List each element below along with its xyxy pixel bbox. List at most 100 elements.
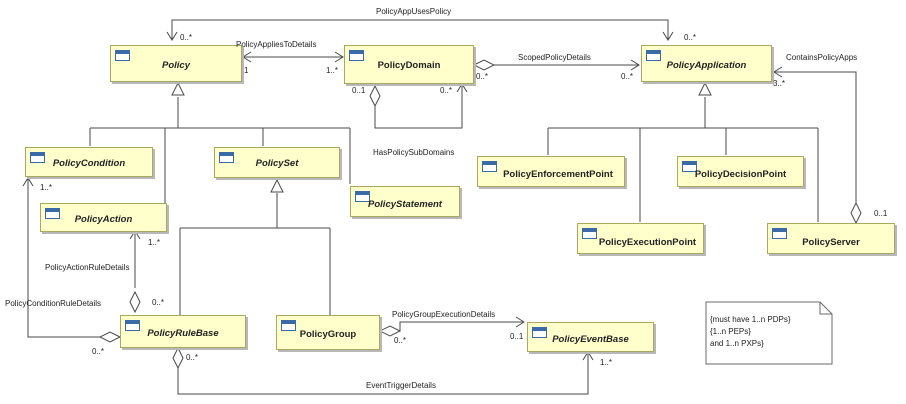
mult-domain-sub-left: 0..1 [352,86,366,95]
generalization-triangle [698,81,712,96]
class-policy-event-base[interactable]: PolicyEventBase [527,322,654,352]
mult-eventbase-bottom: 1..* [600,358,613,367]
mult-scoped-app-end: 0..* [621,72,634,81]
arrowhead [334,51,344,63]
class-policy-set[interactable]: PolicySet [214,147,340,178]
class-policy-enforcement-point[interactable]: PolicyEnforcementPoint [477,156,625,187]
class-icon [682,161,697,172]
assoc-has-policy-sub-domains [374,84,463,129]
mult-group-end: 0..* [394,336,407,345]
mult-rulebase-top: 0..* [152,298,165,307]
arrowhead [582,351,594,361]
aggregation-diamond [378,325,402,337]
class-icon [125,320,140,331]
mult-uses-policy-end: 0..* [180,33,193,42]
assoc-policy-app-uses-policy [171,19,669,40]
note-shape [705,301,833,365]
class-policy-statement[interactable]: PolicyStatement [350,186,460,217]
class-icon [355,191,370,202]
aggregation-diamond [850,201,862,225]
mult-contains-server-end: 0..1 [874,209,888,218]
label-contains-policy-apps: ContainsPolicyApps [786,53,858,62]
class-icon [582,228,597,239]
class-policy-domain[interactable]: PolicyDomain [344,45,474,84]
class-icon [115,50,130,61]
arrowhead [515,316,525,328]
generalization-triangle [171,81,185,96]
mult-applies-policy-end: 1 [244,66,249,75]
class-name: PolicyExecutionPoint [598,237,697,248]
generalization-triangle [270,178,284,193]
class-name: PolicyEventBase [552,334,629,345]
label-event-trigger-details: EventTriggerDetails [366,381,436,390]
arrowhead [662,31,674,41]
class-icon [349,50,364,61]
label-scoped-policy-details: ScopedPolicyDetails [518,53,591,62]
arrowhead [773,66,783,78]
class-icon [45,208,60,219]
class-policy-decision-point[interactable]: PolicyDecisionPoint [677,156,804,187]
aggregation-diamond [172,346,184,370]
class-name: PolicyAction [74,214,133,225]
aggregation-diamond [369,84,381,108]
assoc-event-trigger-details [177,352,589,395]
label-policy-app-uses-policy: PolicyAppUsesPolicy [376,7,452,16]
mult-applies-domain-end: 1..* [326,66,339,75]
class-name: PolicyCondition [52,158,126,169]
class-name: PolicySet [255,158,299,169]
mult-scoped-domain-end: 0..* [476,72,489,81]
label-policy-applies-to-details: PolicyAppliesToDetails [236,40,317,49]
class-name: PolicyStatement [368,199,442,210]
class-policy-server[interactable]: PolicyServer [767,223,895,254]
constraint-note: {must have 1..n PDPs} {1..n PEPs} and 1.… [706,302,832,364]
mult-eventbase-left: 0..1 [510,332,524,341]
arrowhead [242,51,252,63]
class-icon [772,228,787,239]
assoc-contains-policy-apps [774,71,857,203]
class-policy-execution-point[interactable]: PolicyExecutionPoint [577,223,704,254]
label-policy-condition-rule-details: PolicyConditionRuleDetails [5,299,102,308]
generalization-policyapp-tree [547,97,819,222]
assoc-policy-group-execution-details [399,321,524,331]
class-policy-condition[interactable]: PolicyCondition [25,147,153,177]
class-icon [532,327,547,338]
note-line: and 1..n PXPs} [710,339,764,348]
note-line: {1..n PEPs} [710,327,751,336]
aggregation-diamond [129,290,141,314]
class-icon [482,161,497,172]
mult-uses-app-end: 0..* [684,33,697,42]
mult-rulebase-left: 0..* [92,347,105,356]
class-policy-group[interactable]: PolicyGroup [276,315,380,350]
class-policy-rule-base[interactable]: PolicyRuleBase [120,315,246,348]
class-name: PolicyEnforcementPoint [503,169,613,180]
label-policy-action-rule-details: PolicyActionRuleDetails [45,263,130,272]
class-name: PolicyDomain [377,60,441,71]
class-name: PolicyApplication [666,60,747,71]
class-policy[interactable]: Policy [110,45,242,82]
class-name: Policy [162,60,190,71]
class-icon [646,50,661,61]
class-name: PolicyDecisionPoint [694,169,787,180]
class-name: PolicyServer [802,237,860,248]
note-line: {must have 1..n PDPs} [710,315,791,324]
class-policy-application[interactable]: PolicyApplication [641,45,772,82]
mult-contains-app-end: 3..* [773,79,786,88]
label-has-policy-sub-domains: HasPolicySubDomains [373,148,455,157]
class-name: PolicyGroup [299,329,357,340]
arrowhead [456,83,468,93]
class-name: PolicyRuleBase [147,328,219,339]
class-icon [30,152,45,163]
generalization-policyset-tree [179,193,331,315]
arrowhead [166,31,178,41]
class-icon [219,152,234,163]
generalization-policy-tree [89,97,351,203]
class-policy-action[interactable]: PolicyAction [40,203,167,232]
mult-domain-sub-right: 0..* [440,86,453,95]
class-icon [281,320,296,331]
mult-rulebase-bottom: 0..* [186,353,199,362]
label-policy-group-execution-details: PolicyGroupExecutionDetails [392,310,496,319]
aggregation-diamond [472,59,496,71]
mult-action-end: 1..* [148,238,161,247]
arrowhead [22,177,34,187]
